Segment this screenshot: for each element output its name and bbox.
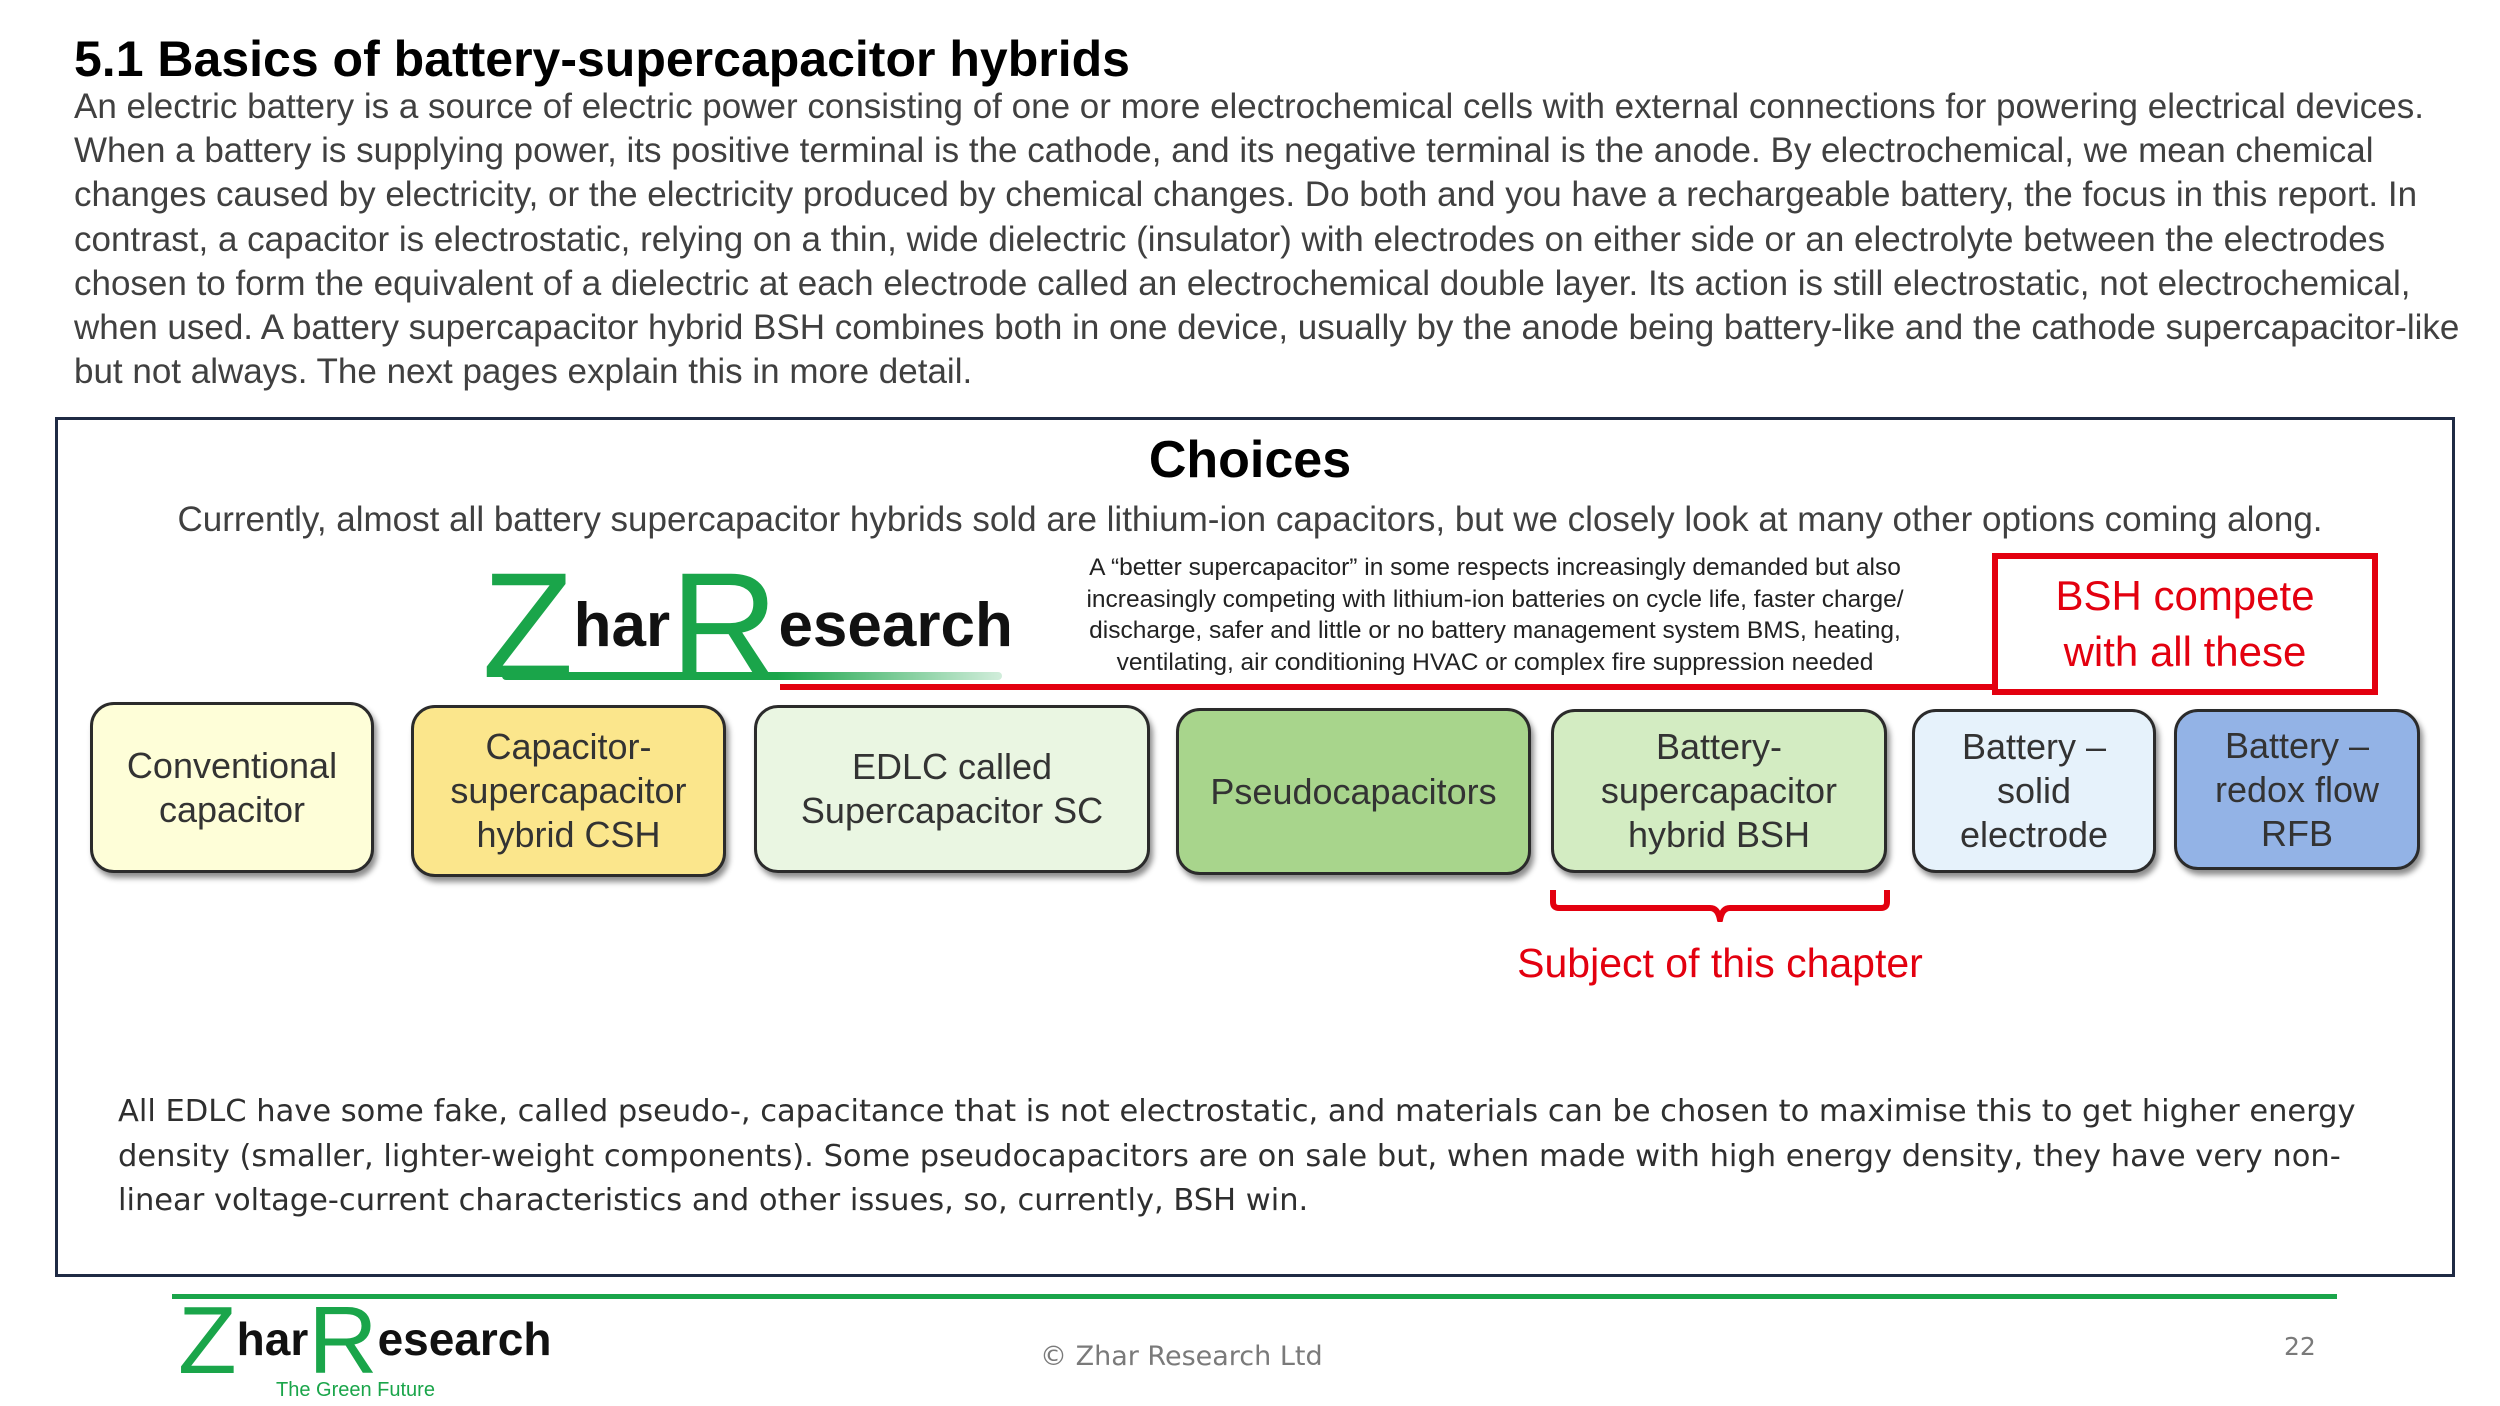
better-supercapacitor-note: A “better supercapacitor” in some respec… bbox=[1086, 554, 1904, 676]
choices-subtitle: Currently, almost all battery supercapac… bbox=[177, 500, 2323, 539]
choice-box-pseudocapacitors: Pseudocapacitors bbox=[1176, 708, 1531, 875]
subject-bracket bbox=[1550, 890, 1890, 922]
logo-text-har: har bbox=[573, 591, 671, 660]
slide-title: 5.1 Basics of battery-supercapacitor hyb… bbox=[74, 31, 1130, 87]
bsh-compete-callout: BSH compete with all these bbox=[1992, 553, 2378, 695]
logo-swoosh bbox=[502, 672, 1002, 680]
edlc-note: All EDLC have some fake, called pseudo-,… bbox=[118, 1094, 2356, 1218]
footer-logo-letter-r: R bbox=[308, 1287, 378, 1394]
footer-rule bbox=[172, 1294, 2337, 1299]
logo-text-esearch: esearch bbox=[778, 591, 1013, 660]
intro-paragraph: An electric battery is a source of elect… bbox=[74, 87, 2460, 392]
subject-of-chapter-label: Subject of this chapter bbox=[1517, 940, 1923, 986]
choices-frame bbox=[55, 417, 2455, 1277]
copyright: © Zhar Research Ltd bbox=[1040, 1341, 1323, 1372]
choice-box-battery-redox-flow: Battery – redox flow RFB bbox=[2174, 709, 2420, 870]
choice-box-battery-solid: Battery – solid electrode bbox=[1912, 709, 2156, 873]
compete-line-1: BSH compete bbox=[2055, 572, 2315, 619]
page-number: 22 bbox=[2284, 1332, 2316, 1361]
choices-title: Choices bbox=[1148, 431, 1352, 489]
choice-box-conventional-capacitor: Conventional capacitor bbox=[90, 702, 374, 873]
footer-logo-text-esearch: esearch bbox=[377, 1313, 552, 1365]
footer-logo: ZharResearch bbox=[178, 1287, 552, 1394]
footer-logo-text-har: har bbox=[236, 1313, 309, 1365]
compete-red-line bbox=[780, 684, 2010, 690]
logo-letter-z: Z bbox=[482, 541, 574, 709]
footer-tagline: The Green Future bbox=[276, 1379, 435, 1401]
logo-letter-r: R bbox=[670, 541, 779, 709]
choice-box-csh: Capacitor-supercapacitor hybrid CSH bbox=[411, 705, 726, 877]
zhar-research-logo: ZharResearch bbox=[482, 541, 1013, 709]
compete-line-2: with all these bbox=[2063, 628, 2307, 675]
choice-box-edlc: EDLC called Supercapacitor SC bbox=[754, 705, 1150, 873]
footer-logo-letter-z: Z bbox=[178, 1287, 237, 1394]
choice-box-bsh: Battery-supercapacitor hybrid BSH bbox=[1551, 709, 1887, 873]
